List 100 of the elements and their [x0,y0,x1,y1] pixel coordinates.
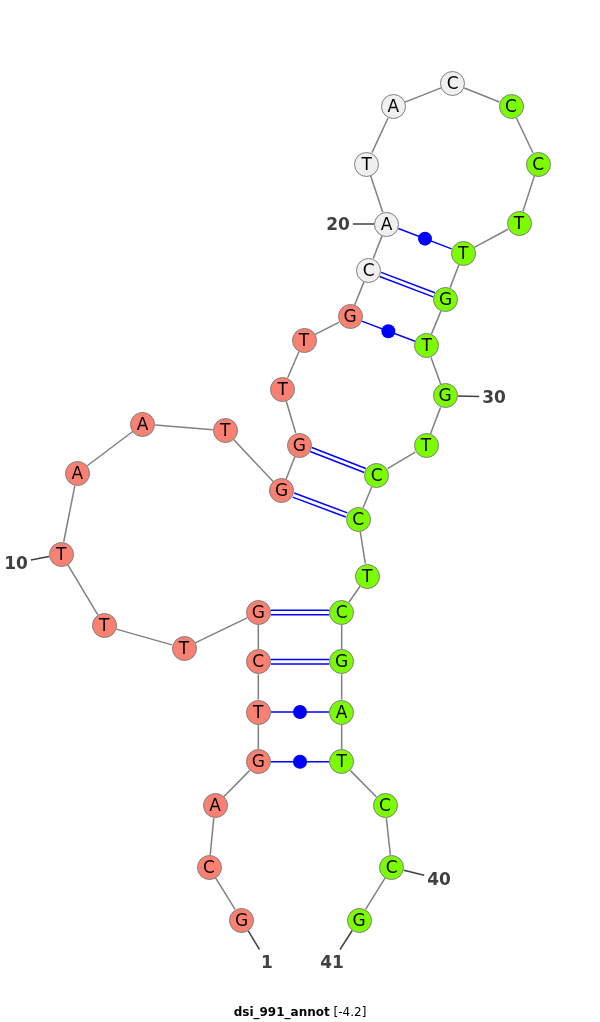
backbone-line [63,484,76,543]
nucleotide-circle: C [345,506,371,532]
backbone-line [359,530,367,565]
base-pair-line [360,320,416,343]
base-pair-line [270,658,330,661]
nucleotide-circle: G [269,478,295,504]
nucleotide-circle: A [202,793,228,819]
backbone-line [257,624,260,650]
leader-line [352,223,375,225]
backbone-line [257,723,260,750]
nucleotide-circle: T [450,240,476,266]
nucleotide-circle: C [498,94,524,120]
nucleotide-circle: C [372,793,398,819]
nucleotide-circle: G [329,649,355,675]
nucleotide-circle: T [91,613,117,639]
nucleotide-circle: G [286,432,312,458]
nucleotide-circle: C [196,854,222,880]
backbone-line [348,585,361,603]
backbone-line [385,817,392,856]
nucleotide-circle: T [245,699,271,725]
leader-line [247,929,261,951]
backbone-line [364,877,386,911]
backbone-line [369,175,384,213]
backbone-line [340,624,343,650]
nucleotide-circle: G [337,304,363,330]
nucleotide-circle: C [356,257,382,283]
nucleotide-circle: C [440,70,466,96]
backbone-line [362,485,373,509]
backbone-line [67,563,99,616]
backbone-line [194,617,248,644]
nucleotide-circle: T [171,635,197,661]
backbone-line [404,87,442,103]
backbone-line [286,350,300,379]
backbone-line [154,424,214,431]
position-number: 40 [424,866,454,892]
nucleotide-circle: C [364,462,390,488]
backbone-line [233,439,274,483]
backbone-line [522,175,536,213]
nucleotide-circle: A [380,94,406,120]
position-number: 41 [317,949,347,975]
leader-line [456,395,480,398]
nucleotide-circle: T [329,749,355,775]
nucleotide-circle: T [414,333,440,359]
nucleotide-circle: G [245,749,271,775]
position-number: 1 [258,949,276,975]
backbone-line [340,673,343,701]
nucleotide-circle: G [433,286,459,312]
position-number: 30 [479,384,509,410]
nucleotide-circle: T [506,210,532,236]
base-pair-line [270,613,330,616]
nucleotide-circle: A [64,460,90,486]
nucleotide-circle: C [525,151,551,177]
nucleotide-circle: A [374,211,400,237]
backbone-line [372,234,383,260]
base-pair-line [270,663,330,665]
backbone-line [386,451,416,470]
backbone-line [349,769,377,798]
backbone-line [371,117,389,154]
base-pair-line [270,760,330,763]
nucleotide-circle: T [291,327,317,353]
backbone-line [209,817,215,856]
backbone-line [115,628,173,646]
backbone-line [430,310,442,335]
nucleotide-circle: G [432,383,458,409]
nucleotide-circle: T [48,541,74,567]
diagram-title: dsi_991_annot [-4.2] [233,1005,367,1019]
nucleotide-circle: T [354,151,380,177]
leader-line [339,929,353,951]
nucleotide-circle: A [329,699,355,725]
nucleotide-circle: T [270,376,296,402]
backbone-line [214,877,236,911]
nucleotide-circle: C [245,649,271,675]
backbone-line [86,430,134,467]
backbone-line [285,455,296,480]
backbone-line [463,87,501,103]
backbone-line [285,400,297,434]
nucleotide-circle: C [379,854,405,880]
backbone-line [473,228,509,249]
nucleotide-circle: C [329,600,355,625]
nucleotide-circle: T [212,418,238,444]
position-number: 10 [1,550,31,576]
backbone-line [449,264,460,289]
backbone-line [223,769,251,798]
base-pair-line [397,227,453,250]
nucleotide-circle: G [229,907,255,933]
leader-line [403,869,425,877]
backbone-line [257,673,260,701]
nucleotide-circle: T [354,563,380,589]
backbone-line [515,117,534,154]
base-pair-line [270,711,330,713]
nucleotide-circle: G [346,907,372,933]
backbone-line [314,321,340,336]
backbone-line [430,356,442,385]
nucleotide-circle: A [130,411,156,437]
backbone-line [429,406,442,435]
backbone-line [353,280,365,306]
leader-line [30,555,50,561]
position-number: 20 [323,211,353,237]
nucleotide-circle: T [413,433,439,459]
base-pair-line [270,609,330,612]
